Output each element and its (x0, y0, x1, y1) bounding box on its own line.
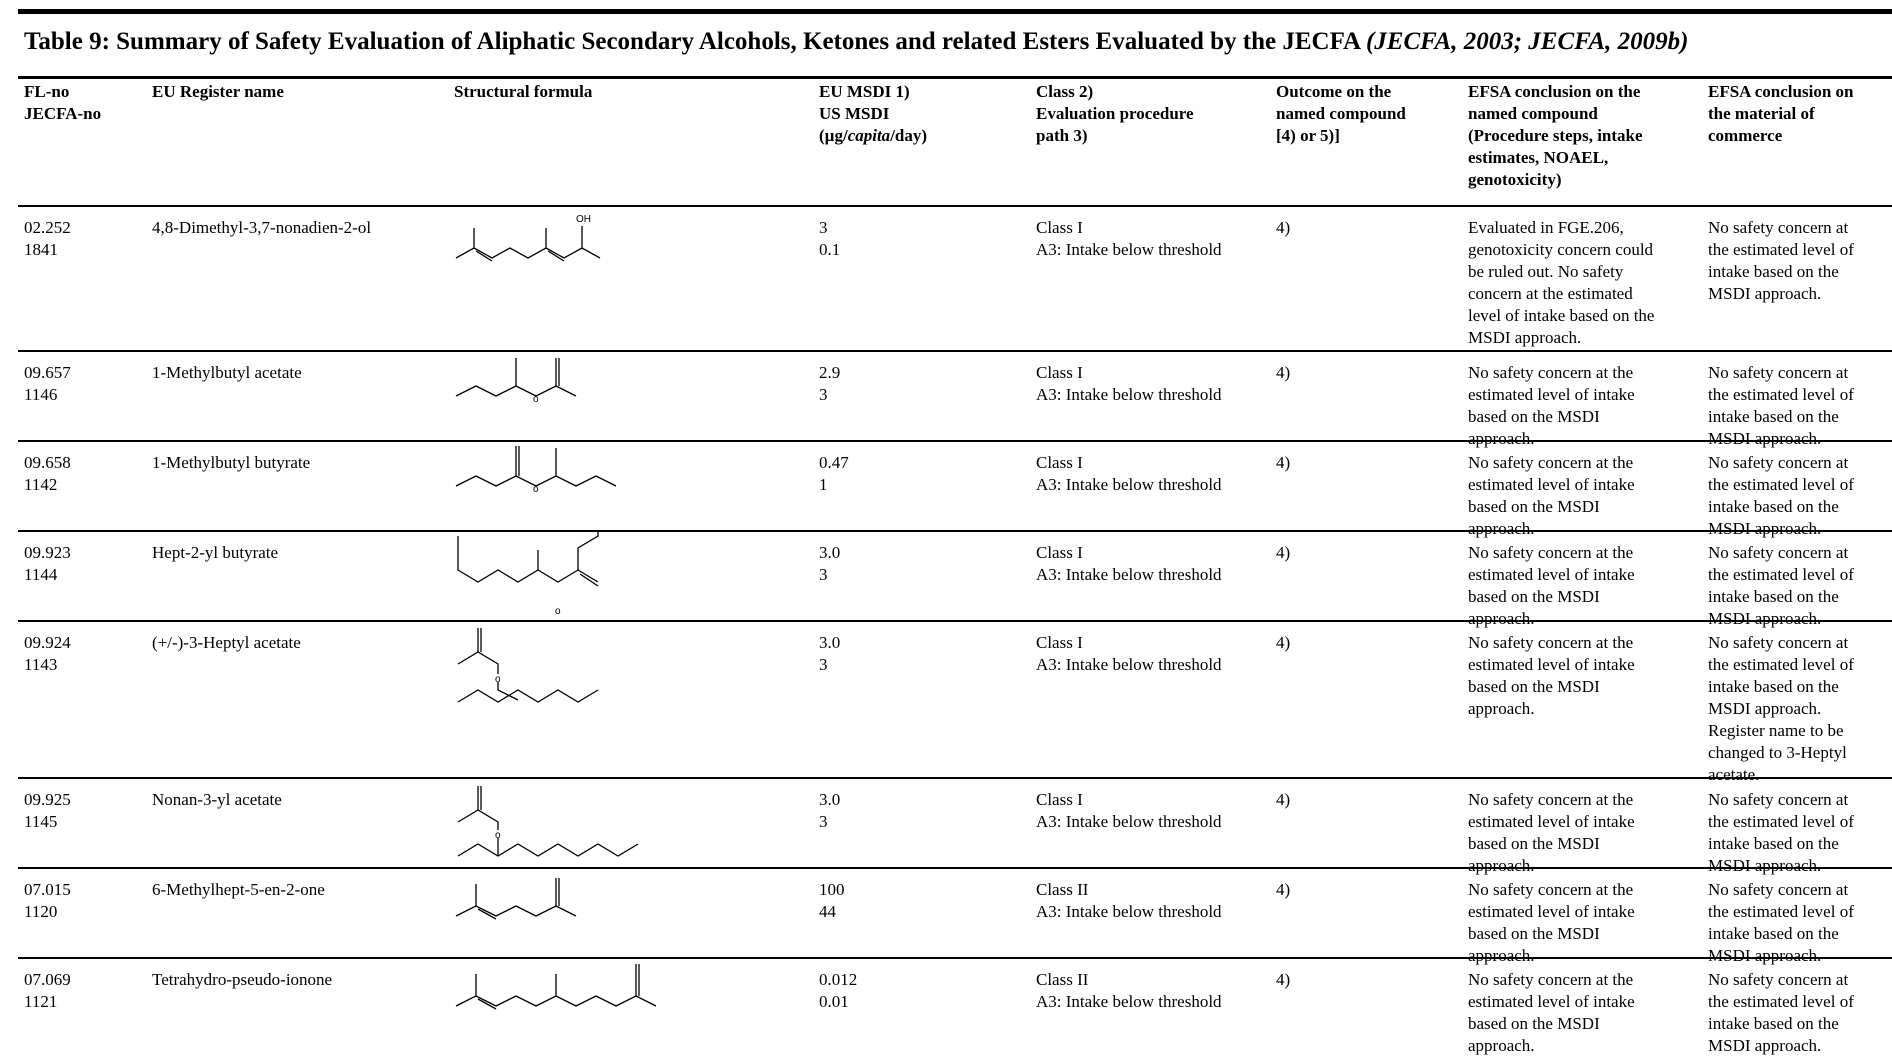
table-title-citation: (JECFA, 2003; JECFA, 2009b) (1365, 28, 1689, 55)
header-efsa-named: EFSA conclusion on the named compound (P… (1468, 82, 1643, 189)
structural-formula: o (452, 530, 622, 616)
structural-formula: o (452, 780, 672, 866)
cell-outcome: 4) (1276, 218, 1291, 237)
structural-formula: o (452, 622, 622, 712)
structural-formula (452, 960, 712, 1012)
svg-text:o: o (495, 830, 501, 841)
row-rule (18, 777, 1892, 779)
cell-efsa-named: Evaluated in FGE.206,genotoxicity concer… (1468, 218, 1655, 347)
svg-text:o: o (533, 484, 539, 494)
structural-formula: OH (452, 212, 652, 264)
svg-text:o: o (555, 606, 561, 616)
row-rule (18, 957, 1892, 959)
cell-register-name: Nonan-3-yl acetate (152, 790, 282, 809)
cell-outcome: 4) (1276, 880, 1291, 899)
row-rule (18, 205, 1892, 207)
row-rule (18, 440, 1892, 442)
cell-register-name: 1-Methylbutyl butyrate (152, 453, 311, 472)
header-msdi: EU MSDI 1) US MSDI (µg/capita/day) (819, 82, 928, 145)
header-flno: FL-no JECFA-no (24, 82, 102, 123)
header-class: Class 2) Evaluation procedure path 3) (1036, 82, 1194, 145)
row-rule (18, 867, 1892, 869)
header-structural-formula: Structural formula (454, 82, 593, 101)
cell-outcome: 4) (1276, 363, 1291, 382)
cell-register-name: Tetrahydro-pseudo-ionone (152, 970, 333, 989)
svg-text:OH: OH (576, 214, 591, 225)
cell-register-name: 4,8-Dimethyl-3,7-nonadien-2-ol (152, 218, 372, 237)
structural-formula: o (452, 440, 652, 494)
svg-text:o: o (495, 674, 501, 685)
cell-outcome: 4) (1276, 970, 1291, 989)
header-register-name: EU Register name (152, 82, 284, 101)
header-efsa-commerce: EFSA conclusion on the material of comme… (1708, 82, 1854, 145)
header-outcome: Outcome on the named compound [4) or 5)] (1276, 82, 1406, 145)
cell-register-name: 1-Methylbutyl acetate (152, 363, 302, 382)
structural-formula: o (452, 350, 622, 404)
header-rule (18, 76, 1892, 79)
cell-register-name: (+/-)-3-Heptyl acetate (152, 633, 301, 652)
top-rule (18, 9, 1892, 14)
structural-formula (452, 870, 612, 930)
row-rule (18, 620, 1892, 622)
cell-register-name: Hept-2-yl butyrate (152, 543, 279, 562)
cell-outcome: 4) (1276, 633, 1291, 652)
row-rule (18, 350, 1892, 352)
table-title: Table 9: Summary of Safety Evaluation of… (24, 28, 1689, 56)
cell-outcome: 4) (1276, 453, 1291, 472)
cell-outcome: 4) (1276, 543, 1291, 562)
row-rule (18, 530, 1892, 532)
cell-register-name: 6-Methylhept-5-en-2-one (152, 880, 325, 899)
cell-outcome: 4) (1276, 790, 1291, 809)
svg-text:o: o (533, 394, 539, 404)
table-title-main: Table 9: Summary of Safety Evaluation of… (24, 28, 1360, 55)
header-msdi-unit: (µg/capita/day) (819, 126, 928, 145)
